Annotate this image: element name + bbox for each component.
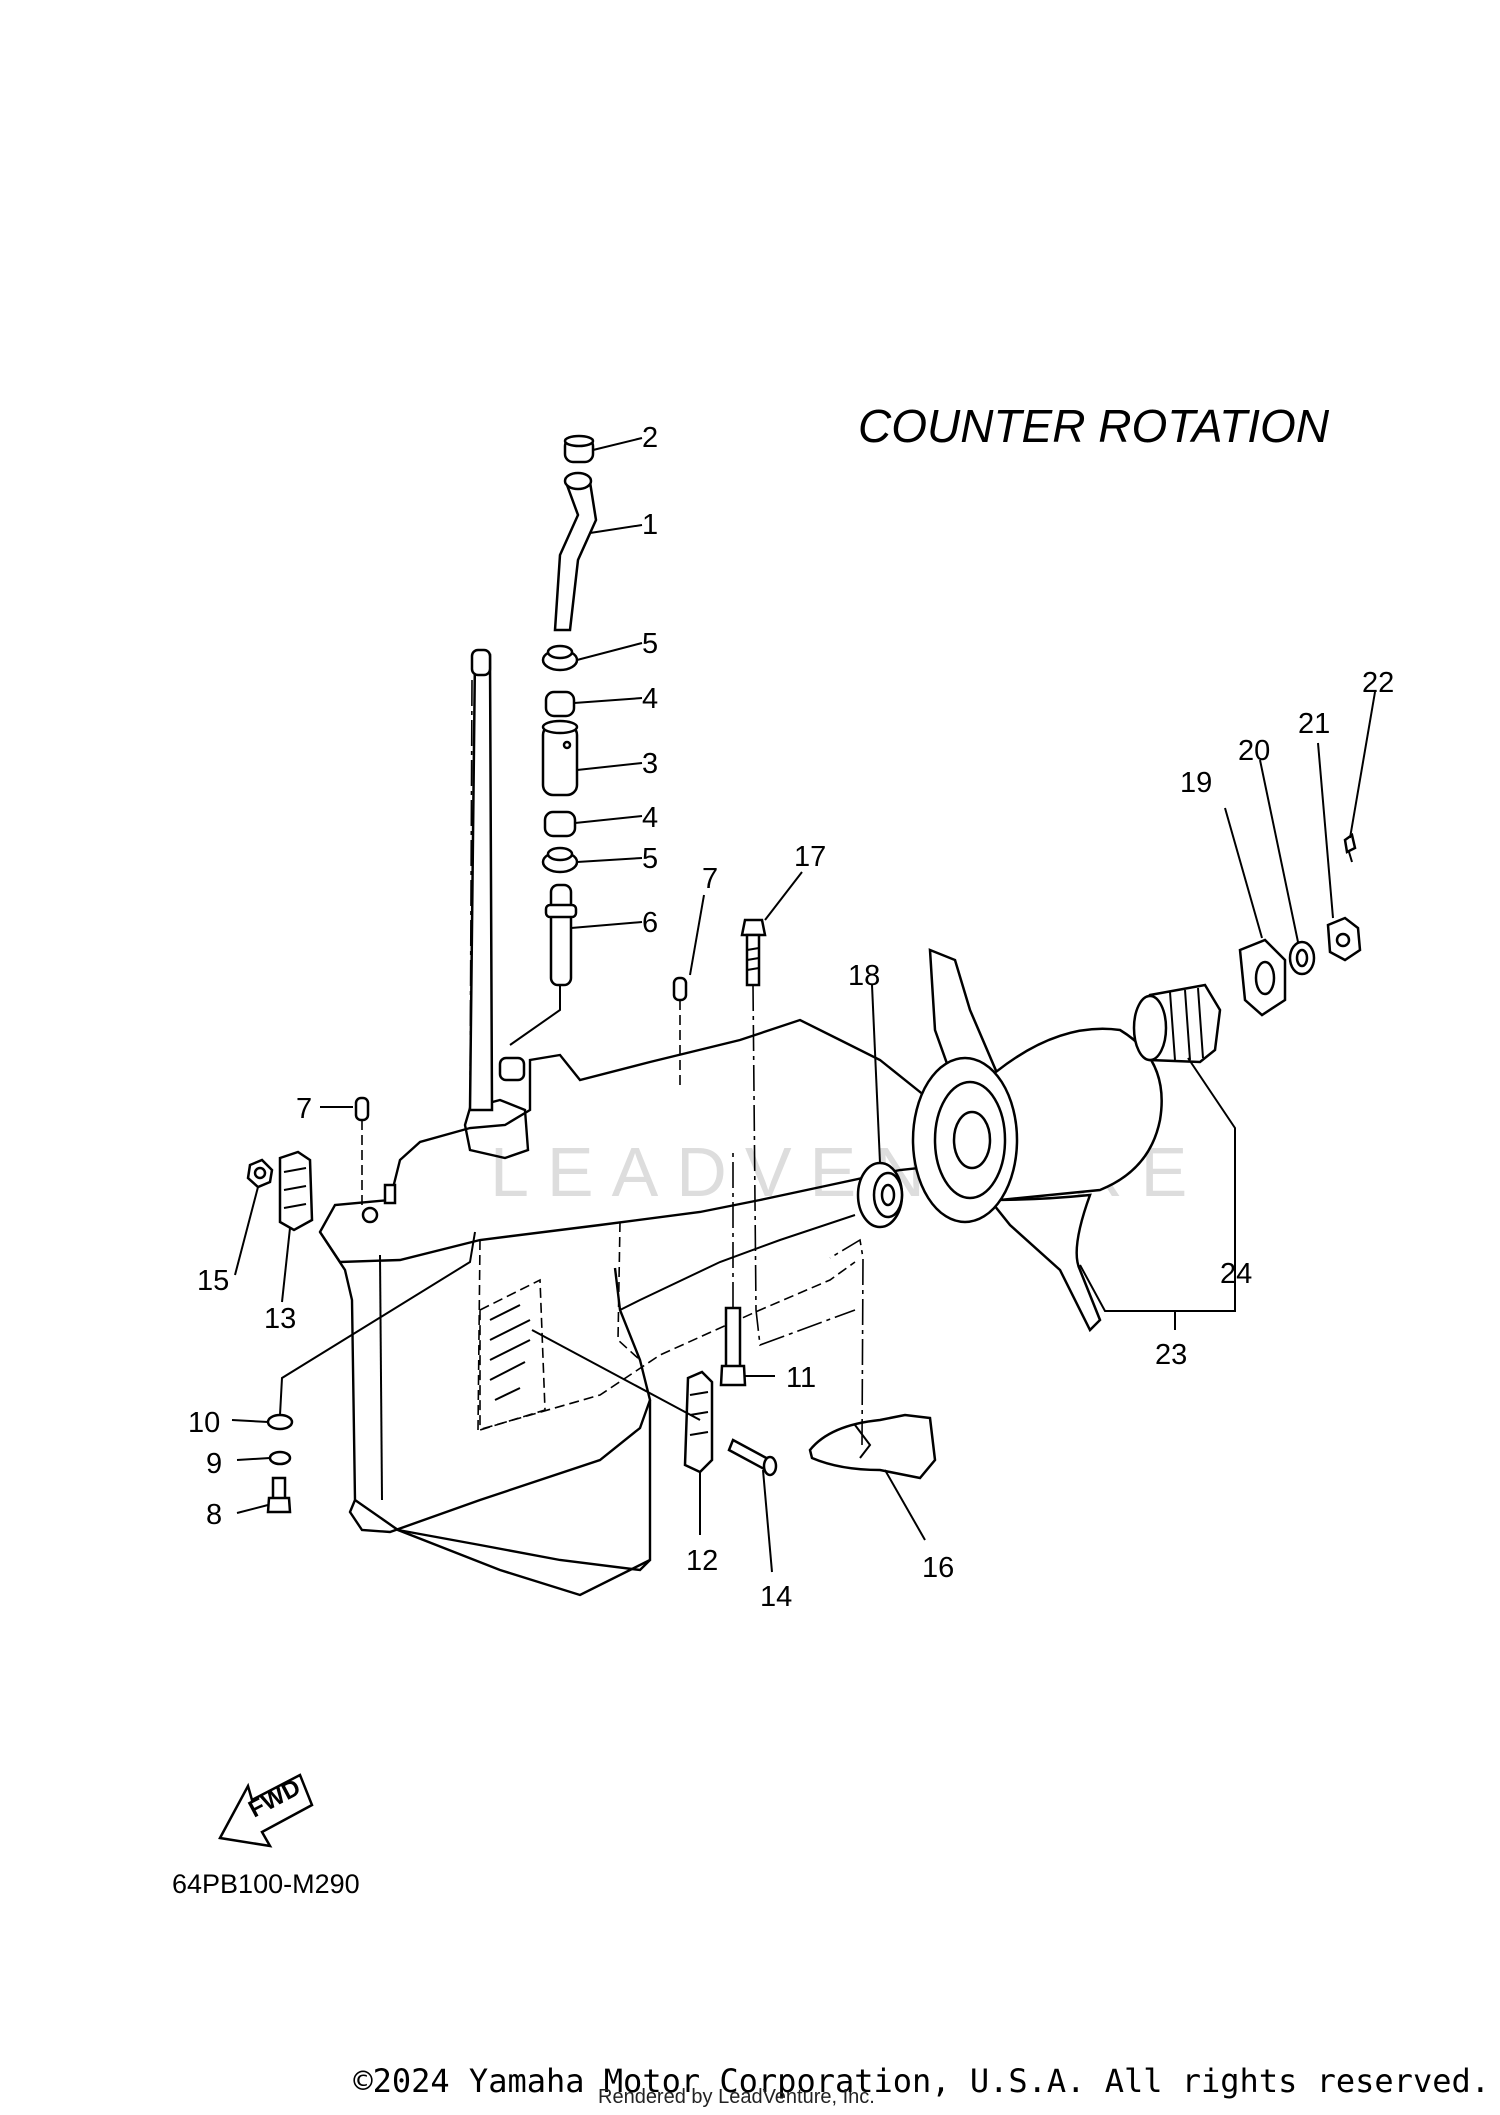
callout-13: 13 xyxy=(264,1303,296,1335)
callout-10: 10 xyxy=(188,1407,220,1439)
callout-4-upper: 4 xyxy=(642,683,658,715)
part-18-thrust-washer xyxy=(856,1161,904,1229)
callout-11: 11 xyxy=(786,1362,816,1394)
callout-1: 1 xyxy=(642,509,658,541)
part-5-upper-seal xyxy=(541,644,579,672)
lower-case-housing xyxy=(318,1018,987,1597)
leader-6-to-housing xyxy=(509,985,561,1046)
callouts: 2 1 5 4 3 4 5 6 7 17 18 19 20 21 22 7 15… xyxy=(188,422,1394,1613)
callout-4-lower: 4 xyxy=(642,802,658,834)
part-7-dowel-pin-left xyxy=(354,1096,370,1205)
part-24-spacer xyxy=(1132,983,1222,1064)
part-12-trim-anode xyxy=(531,1329,714,1474)
part-22-cotter-pin xyxy=(1343,832,1357,863)
part-21-nut xyxy=(1326,916,1362,962)
part-5-lower-seal xyxy=(541,846,579,874)
tube-socket xyxy=(498,1056,526,1082)
callout-17: 17 xyxy=(794,841,826,873)
part-11-bolt xyxy=(719,1150,747,1387)
rendered-by-text: Rendered by LeadVenture, Inc. xyxy=(598,2086,875,2108)
diagram-code: 64PB100-M290 xyxy=(172,1869,360,1899)
part-8-bolt xyxy=(266,1476,292,1514)
part-15-nut xyxy=(246,1158,274,1189)
part-3-sleeve xyxy=(541,719,579,797)
callout-5-upper: 5 xyxy=(642,628,658,660)
part-1-water-tube xyxy=(553,471,598,632)
part-9-lock-washer xyxy=(268,1450,292,1466)
callout-15: 15 xyxy=(197,1265,229,1297)
callout-8: 8 xyxy=(206,1499,222,1531)
part-23-propeller xyxy=(911,948,1163,1333)
fwd-arrow-icon: FWD xyxy=(218,1773,314,1848)
callout-7-left: 7 xyxy=(296,1093,312,1125)
part-2-grommet xyxy=(563,434,595,464)
callout-7-right: 7 xyxy=(702,863,718,895)
callout-9: 9 xyxy=(206,1448,222,1480)
callout-5-lower: 5 xyxy=(642,843,658,875)
callout-2: 2 xyxy=(642,422,658,454)
part-7-dowel-pin-right xyxy=(672,976,688,1090)
part-4-lower-bushing xyxy=(543,810,577,838)
part-14-screw xyxy=(727,1438,778,1477)
drive-shaft xyxy=(468,648,494,1112)
leader-lines xyxy=(231,437,1376,1573)
diagram-title: COUNTER ROTATION xyxy=(858,400,1330,452)
callout-12: 12 xyxy=(686,1545,718,1577)
part-20-washer xyxy=(1288,940,1316,976)
part-13-anode xyxy=(278,1150,397,1232)
callout-3: 3 xyxy=(642,748,658,780)
copyright-text: ©2024 Yamaha Motor Corporation, U.S.A. A… xyxy=(353,2062,1490,2100)
callout-19: 19 xyxy=(1180,767,1212,799)
part-6-water-pipe xyxy=(544,883,578,987)
callout-21: 21 xyxy=(1298,708,1330,740)
part-17-bolt xyxy=(740,918,856,1347)
part-19-washer xyxy=(1238,938,1287,1017)
callout-22: 22 xyxy=(1362,667,1394,699)
callout-18: 18 xyxy=(848,960,880,992)
callout-6: 6 xyxy=(642,907,658,939)
callout-20: 20 xyxy=(1238,735,1270,767)
callout-23: 23 xyxy=(1155,1339,1187,1371)
callout-24: 24 xyxy=(1220,1258,1252,1290)
callout-14: 14 xyxy=(760,1581,792,1613)
callout-16: 16 xyxy=(922,1552,954,1584)
part-16-trim-tab xyxy=(808,1238,937,1480)
part-4-upper-bushing xyxy=(544,690,576,718)
